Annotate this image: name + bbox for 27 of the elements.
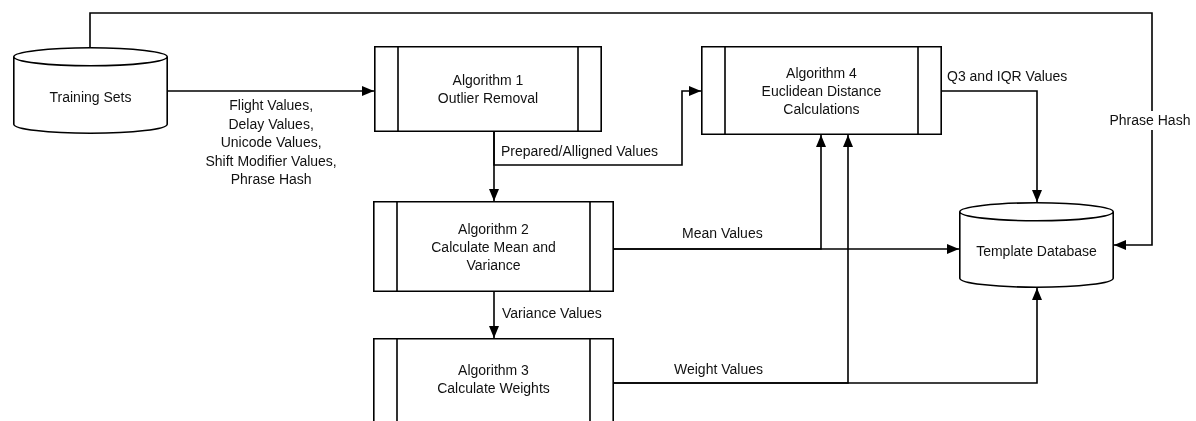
box-text: Calculate Mean and Variance: [430, 237, 557, 274]
arrow: [167, 86, 375, 96]
box-label: Training Sets: [49, 87, 132, 106]
box-text: Calculate Weights: [437, 379, 550, 397]
box-heading: Algorithm 3: [458, 361, 529, 379]
process-box: [374, 46, 602, 132]
process-box: [701, 46, 942, 135]
box-heading: Algorithm 2: [458, 219, 529, 238]
database-cylinder: [13, 47, 168, 134]
box-heading: Algorithm 4: [786, 63, 857, 82]
edge-label: Prepared/Alligned Values: [500, 142, 659, 161]
arrow: [613, 134, 853, 384]
arrow: [613, 134, 826, 250]
arrow: [941, 90, 1042, 203]
box-text: Outlier Removal: [437, 89, 539, 107]
edge-label: Weight Values: [673, 360, 764, 379]
box-text: Euclidean Distance Calculations: [760, 81, 883, 118]
edge-label: Phrase Hash: [1108, 111, 1192, 130]
database-cylinder: [959, 202, 1114, 288]
arrow: [493, 86, 702, 166]
process-box: [373, 201, 614, 292]
box-label: Template Database: [976, 242, 1097, 261]
process-box: [373, 338, 614, 421]
edge-label: Q3 and IQR Values: [946, 67, 1069, 86]
arrow: [89, 12, 1153, 250]
box-heading: Algorithm 1: [452, 71, 524, 89]
arrow: [489, 291, 499, 339]
